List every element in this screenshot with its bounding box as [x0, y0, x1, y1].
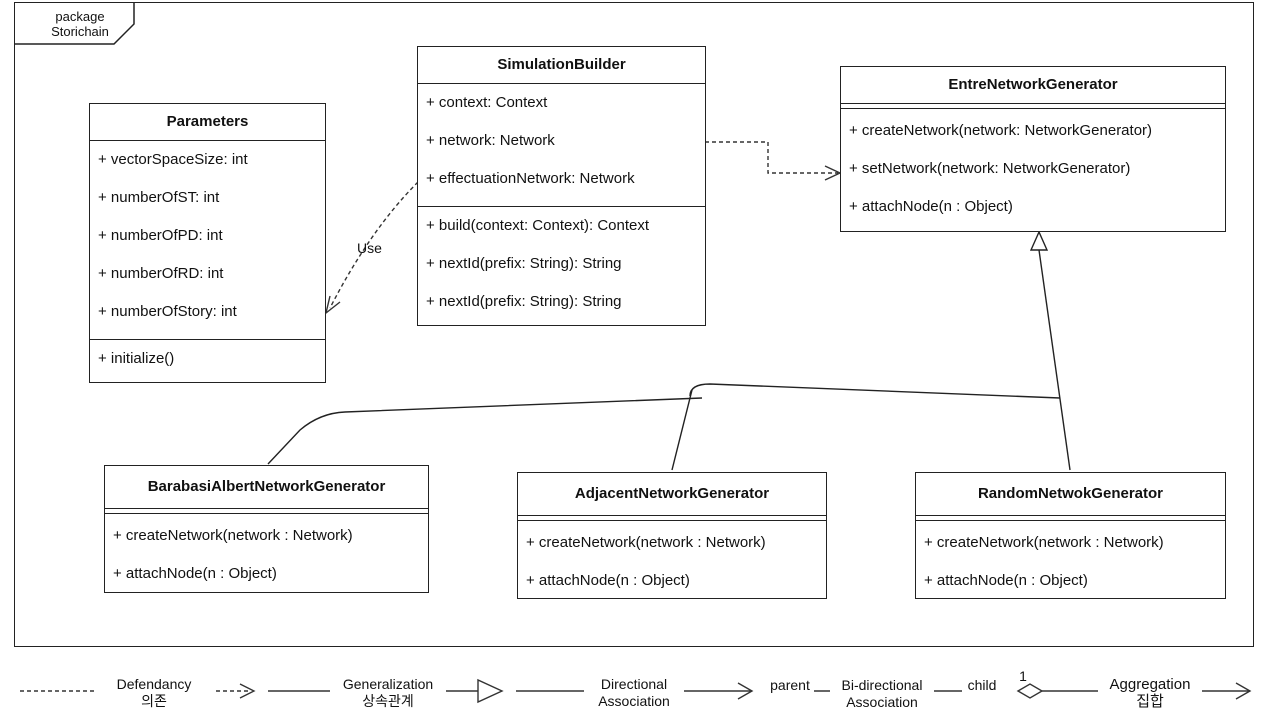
operation: + attachNode(n : Object)	[849, 198, 1013, 215]
operation: + nextId(prefix: String): String	[426, 293, 622, 310]
operation: + nextId(prefix: String): String	[426, 255, 622, 272]
package-tab-shape	[14, 2, 135, 45]
operation: + createNetwork(network : Network)	[924, 534, 1164, 551]
legend-directional-line1: Directional	[600, 676, 668, 692]
legend-aggregation-arrow	[1235, 682, 1252, 700]
class-title: AdjacentNetworkGenerator	[518, 473, 826, 521]
legend-generalization: Generalization 상속관계	[330, 676, 446, 710]
class-title: RandomNetwokGenerator	[916, 473, 1225, 521]
operation: + createNetwork(network : Network)	[526, 534, 766, 551]
class-random-network-generator: RandomNetwokGenerator + createNetwork(ne…	[915, 472, 1226, 599]
generalization-trunk	[1038, 249, 1071, 471]
legend-dependency-ko: 의존	[141, 693, 167, 709]
operation: + attachNode(n : Object)	[526, 572, 690, 589]
attribute: + numberOfST: int	[98, 189, 220, 206]
attribute: + numberOfRD: int	[98, 265, 224, 282]
legend-aggregation-diamond	[1016, 683, 1044, 699]
operation-section: + build(context: Context): Context + nex…	[418, 207, 705, 329]
class-parameters: Parameters + vectorSpaceSize: int + numb…	[89, 103, 326, 383]
legend-generalization-ko: 상속관계	[362, 693, 414, 709]
class-simulation-builder: SimulationBuilder + context: Context + n…	[417, 46, 706, 326]
use-label: Use	[357, 240, 382, 256]
attribute: + context: Context	[426, 94, 548, 111]
legend-bidirectional-parent: parent	[766, 677, 814, 694]
attribute-section: + context: Context + network: Network + …	[418, 84, 705, 207]
attribute: + numberOfPD: int	[98, 227, 223, 244]
legend-dependency-arrow	[239, 683, 256, 699]
operation-section: + createNetwork(network: NetworkGenerato…	[841, 112, 1225, 234]
builder-dependency-line	[705, 141, 838, 174]
legend-bidirectional-line2: Association	[846, 694, 918, 710]
operation: + createNetwork(network : Network)	[113, 527, 353, 544]
legend-generalization-triangle	[477, 678, 504, 704]
operation: + createNetwork(network: NetworkGenerato…	[849, 122, 1153, 139]
operation: + attachNode(n : Object)	[113, 565, 277, 582]
generalization-branch-adjacent	[671, 389, 693, 471]
operation-section: + initialize()	[90, 340, 325, 386]
attribute: + vectorSpaceSize: int	[98, 151, 248, 168]
use-dependency-line	[329, 181, 419, 309]
operation: + attachNode(n : Object)	[924, 572, 1088, 589]
legend-bidirectional: Bi-directional Association	[830, 677, 934, 711]
package-label: package Storichain	[30, 9, 130, 39]
legend-aggregation-ko: 집합	[1136, 693, 1164, 710]
legend-dependency: Defendancy 의존	[94, 676, 214, 710]
class-adjacent-network-generator: AdjacentNetworkGenerator + createNetwork…	[517, 472, 827, 599]
legend-aggregation-multiplicity: 1	[1019, 668, 1027, 684]
legend-dependency-en: Defendancy	[116, 676, 192, 692]
legend-aggregation: Aggregation 집합	[1098, 676, 1202, 710]
legend-bidirectional-child: child	[962, 677, 1002, 694]
operation: + build(context: Context): Context	[426, 217, 650, 234]
attribute: + numberOfStory: int	[98, 303, 237, 320]
package-keyword: package	[55, 9, 105, 24]
attribute: + effectuationNetwork: Network	[426, 170, 635, 187]
attribute: + network: Network	[426, 132, 555, 149]
legend-bidirectional-line1: Bi-directional	[841, 677, 923, 693]
class-title: BarabasiAlbertNetworkGenerator	[105, 466, 428, 514]
class-entre-network-generator: EntreNetworkGenerator + createNetwork(ne…	[840, 66, 1226, 232]
package-name: Storichain	[51, 24, 109, 39]
generalization-triangle	[1029, 230, 1049, 251]
class-title: Parameters	[90, 104, 325, 141]
operation: + setNetwork(network: NetworkGenerator)	[849, 160, 1131, 177]
generalization-branch-barabasi	[267, 397, 703, 465]
operation-section: + createNetwork(network : Network) + att…	[518, 524, 826, 608]
legend-directional-line2: Association	[598, 693, 670, 709]
class-barabasi-albert-network-generator: BarabasiAlbertNetworkGenerator + createN…	[104, 465, 429, 593]
class-title: SimulationBuilder	[418, 47, 705, 84]
legend-generalization-en: Generalization	[342, 676, 434, 692]
legend-directional: Directional Association	[584, 676, 684, 710]
legend-directional-arrow	[737, 682, 754, 700]
generalization-branch-top	[689, 383, 1061, 399]
package-tab: package Storichain	[14, 2, 135, 45]
operation-section: + createNetwork(network : Network) + att…	[916, 524, 1225, 608]
class-title: EntreNetworkGenerator	[841, 67, 1225, 109]
operation-section: + createNetwork(network : Network) + att…	[105, 517, 428, 601]
legend-aggregation-en: Aggregation	[1109, 676, 1191, 693]
operation: + initialize()	[98, 350, 175, 367]
attribute-section: + vectorSpaceSize: int + numberOfST: int…	[90, 141, 325, 340]
package-frame	[14, 2, 1254, 647]
use-dependency-arrowhead	[324, 295, 341, 315]
